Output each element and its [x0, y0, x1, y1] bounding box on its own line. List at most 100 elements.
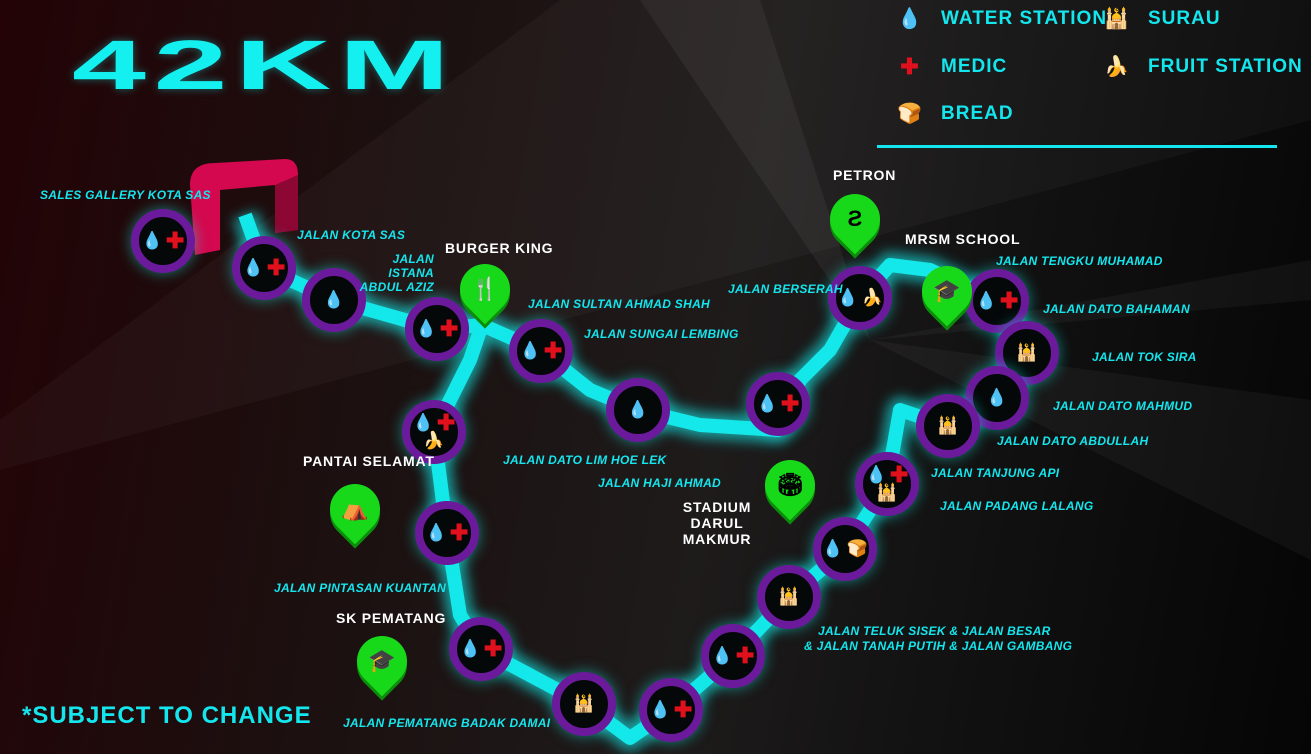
water-drop-icon: 💧: [837, 288, 859, 307]
petron-pin[interactable]: Ƨ: [819, 183, 891, 255]
bread-icon: 🍞: [846, 539, 868, 558]
aid-station-21[interactable]: 💧✚🍌: [402, 400, 466, 464]
graduation-cap-icon: 🎓: [933, 278, 961, 303]
legend-bread: 🍞 BREAD: [893, 101, 1014, 126]
mrsm-school-pin[interactable]: 🎓: [911, 255, 983, 327]
road-label: JALAN TANJUNG API: [931, 466, 1060, 480]
place-stadium: STADIUM DARUL MAKMUR: [682, 499, 752, 547]
road-label: JALAN PEMATANG BADAK DAMAI: [343, 716, 551, 730]
surau-icon: 🕌: [1016, 343, 1038, 362]
aid-station-3[interactable]: 💧: [302, 268, 366, 332]
medic-cross-icon: ✚: [266, 255, 286, 280]
legend-label: BREAD: [941, 102, 1014, 124]
medic-cross-icon: ✚: [735, 643, 755, 668]
water-drop-icon: 💧: [519, 341, 541, 360]
aid-station-5[interactable]: 💧✚: [509, 319, 573, 383]
legend-label: SURAU: [1148, 7, 1221, 29]
water-drop-icon: 💧: [459, 639, 481, 658]
road-label: & JALAN TANAH PUTIH & JALAN GAMBANG: [804, 639, 1073, 653]
road-label: JALAN BERSERAH: [728, 282, 843, 296]
road-label: JALAN HAJI AHMAD: [598, 476, 722, 490]
water-drop-icon: 💧: [649, 700, 671, 719]
place-sales-gallery: SALES GALLERY KOTA SAS: [40, 188, 211, 202]
water-drop-icon: 💧: [822, 539, 844, 558]
aid-station-11[interactable]: 💧: [965, 366, 1029, 430]
aid-station-7[interactable]: 💧✚: [746, 372, 810, 436]
surau-icon: 🕌: [876, 483, 898, 502]
legend-divider: [877, 145, 1277, 148]
medic-cross-icon: ✚: [439, 316, 459, 341]
place-mrsm-school: MRSM SCHOOL: [905, 231, 1021, 247]
medic-cross-icon: ✚: [449, 520, 469, 545]
water-drop-icon: 💧: [975, 291, 997, 310]
medic-cross-icon: ✚: [889, 462, 909, 487]
aid-station-8[interactable]: 💧🍌: [828, 266, 892, 330]
surau-icon: 🕌: [1104, 8, 1130, 30]
road-label: JALAN DATO BAHAMAN: [1043, 302, 1190, 316]
stall-icon: ⛺: [341, 496, 369, 521]
aid-station-19[interactable]: 💧✚: [449, 617, 513, 681]
water-drop-icon: 💧: [756, 394, 778, 413]
place-petron: PETRON: [833, 167, 897, 183]
aid-station-15[interactable]: 🕌: [757, 565, 821, 629]
road-label: JALAN DATO ABDULLAH: [997, 434, 1149, 448]
subject-to-change-note: *SUBJECT TO CHANGE: [22, 702, 312, 729]
aid-station-13[interactable]: 💧✚🕌: [855, 452, 919, 516]
pantai-selamat-pin[interactable]: ⛺: [319, 473, 391, 545]
water-drop-icon: 💧: [415, 319, 437, 338]
aid-station-1[interactable]: 💧✚: [131, 209, 195, 273]
legend-fruit: 🍌FRUIT STATION: [1100, 54, 1303, 79]
surau-icon: 🕌: [937, 416, 959, 435]
petron-logo-icon: Ƨ: [847, 206, 863, 231]
road-label: JALAN TOK SIRA: [1092, 350, 1197, 364]
road-label: JALAN PADANG LALANG: [940, 499, 1094, 513]
water-drop-icon: 💧: [242, 258, 264, 277]
aid-station-16[interactable]: 💧✚: [701, 624, 765, 688]
road-label: JALAN SUNGAI LEMBING: [584, 327, 739, 341]
road-label: JALAN DATO MAHMUD: [1053, 399, 1193, 413]
fork-knife-icon: 🍴: [471, 276, 499, 301]
medic-cross-icon: ✚: [436, 410, 456, 435]
place-burger-king: BURGER KING: [445, 240, 554, 256]
distance-title: 42KM: [72, 26, 458, 104]
water-drop-icon: 💧: [141, 231, 163, 250]
road-label: JALAN PINTASAN KUANTAN: [274, 581, 447, 595]
banana-icon: 🍌: [423, 431, 445, 450]
banana-icon: 🍌: [861, 288, 883, 307]
road-label: JALAN ISTANA ABDUL AZIZ: [359, 252, 434, 294]
burger-king-pin[interactable]: 🍴: [449, 253, 521, 325]
sk-pematang-pin[interactable]: 🎓: [346, 625, 418, 697]
road-label: JALAN SULTAN AHMAD SHAH: [528, 297, 711, 311]
medic-cross-icon: ✚: [165, 228, 185, 253]
medic-cross-icon: ✚: [999, 288, 1019, 313]
surau-icon: 🕌: [778, 587, 800, 606]
road-label: JALAN TELUK SISEK & JALAN BESAR: [818, 624, 1051, 638]
aid-station-20[interactable]: 💧✚: [415, 501, 479, 565]
legend-surau: 🕌 SURAU: [1100, 6, 1221, 31]
aid-station-4[interactable]: 💧✚: [405, 297, 469, 361]
place-pantai-selamat: PANTAI SELAMAT: [303, 453, 435, 469]
water-drop-icon: 💧: [425, 523, 447, 542]
road-label: JALAN KOTA SAS: [297, 228, 406, 242]
medic-cross-icon: ✚: [900, 54, 920, 79]
aid-station-2[interactable]: 💧✚: [232, 236, 296, 300]
medic-cross-icon: ✚: [673, 697, 693, 722]
legend-water: 💧 WATER STATION: [893, 6, 1107, 31]
aid-station-17[interactable]: 💧✚: [639, 678, 703, 742]
banana-icon: 🍌: [1104, 56, 1130, 78]
road-label: JALAN DATO LIM HOE LEK: [503, 453, 667, 467]
bread-icon: 🍞: [897, 103, 923, 125]
surau-icon: 🕌: [573, 694, 595, 713]
graduation-cap-icon: 🎓: [368, 648, 396, 673]
water-drop-icon: 💧: [865, 465, 887, 484]
aid-station-6[interactable]: 💧: [606, 378, 670, 442]
legend-medic: ✚MEDIC: [893, 54, 1007, 80]
aid-station-18[interactable]: 🕌: [552, 672, 616, 736]
medic-cross-icon: ✚: [483, 636, 503, 661]
aid-station-14[interactable]: 💧🍞: [813, 517, 877, 581]
water-drop-icon: 💧: [897, 8, 923, 30]
water-drop-icon: 💧: [627, 400, 649, 419]
legend-label: WATER STATION: [941, 7, 1108, 29]
aid-station-12[interactable]: 🕌: [916, 394, 980, 458]
place-sk-pematang: SK PEMATANG: [336, 610, 447, 626]
